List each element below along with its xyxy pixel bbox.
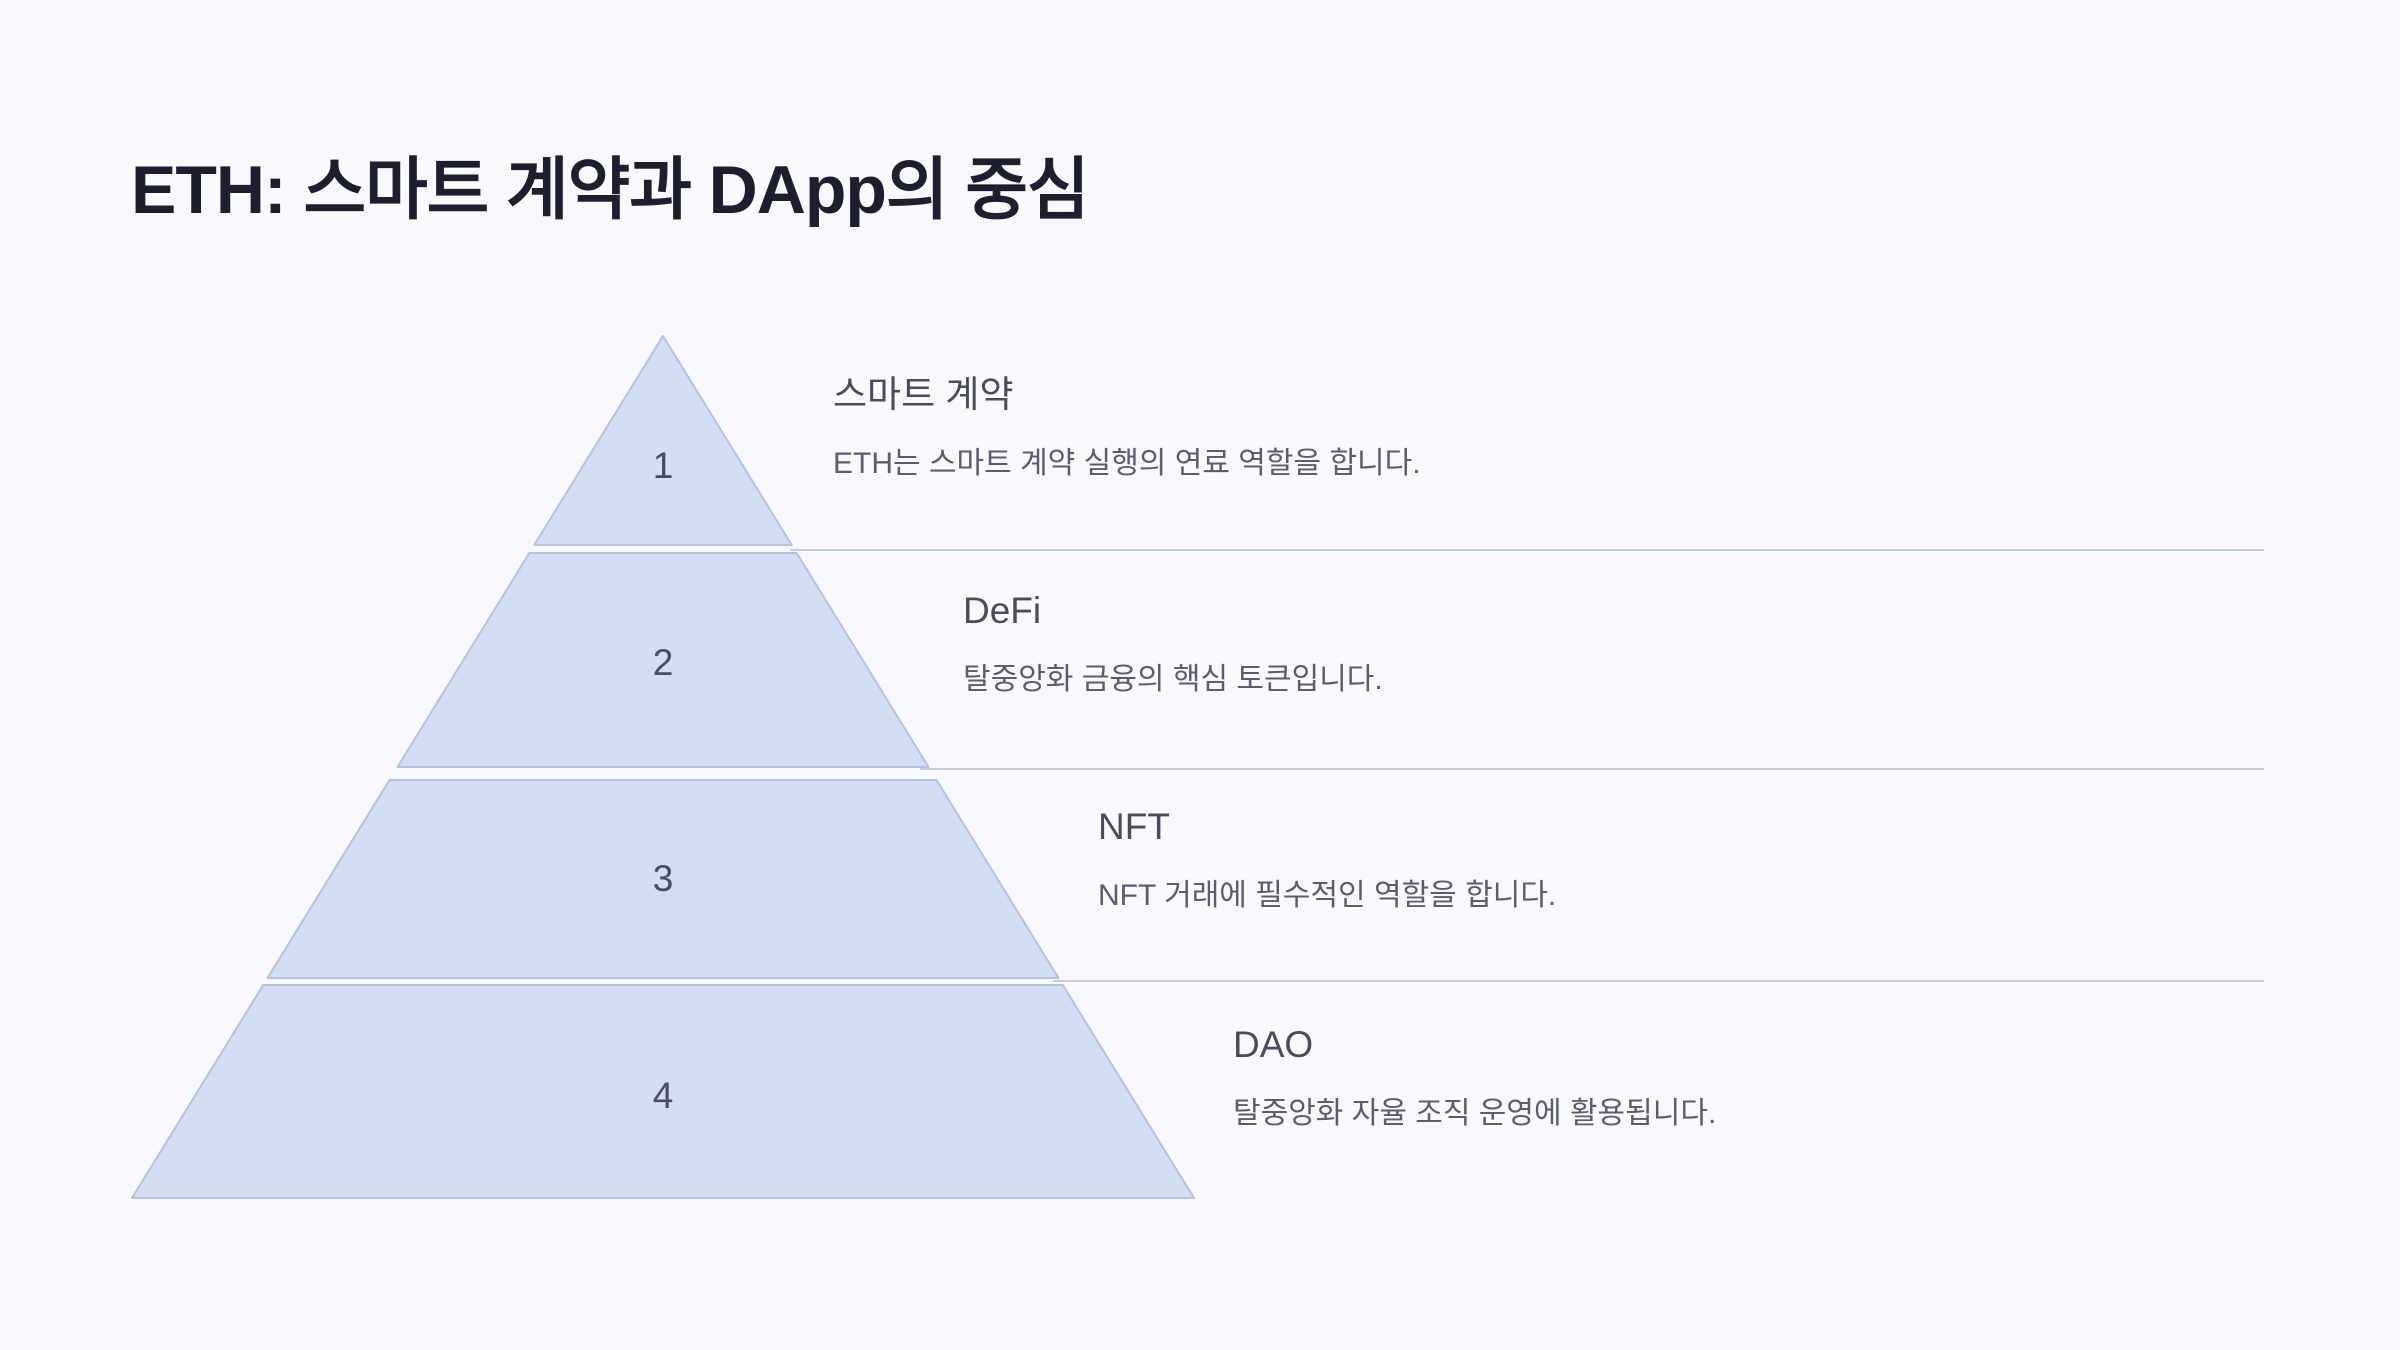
level-text-block-3: NFT NFT 거래에 필수적인 역할을 합니다.: [1098, 804, 1556, 917]
level-number-2: 2: [652, 642, 674, 683]
level-text-block-1: 스마트 계약 ETH는 스마트 계약 실행의 연료 역할을 합니다.: [833, 372, 1421, 485]
level-title-3: NFT: [1098, 806, 1170, 847]
level-text-block-4: DAO 탈중앙화 자율 조직 운영에 활용됩니다.: [1233, 1022, 1716, 1135]
pyramid-level-1[interactable]: [533, 335, 793, 546]
level-divider-2: [920, 768, 2264, 770]
level-title-2: DeFi: [963, 590, 1042, 631]
level-divider-1: [790, 549, 2264, 551]
level-title-1: 스마트 계약: [833, 374, 1014, 415]
level-description-4: 탈중앙화 자율 조직 운영에 활용됩니다.: [1233, 1097, 1717, 1131]
level-description-1: ETH는 스마트 계약 실행의 연료 역할을 합니다.: [833, 447, 1421, 481]
page-title: ETH: 스마트 계약과 DApp의 중심: [131, 152, 1090, 228]
level-description-2: 탈중앙화 금융의 핵심 토큰입니다.: [963, 663, 1383, 697]
level-title-4: DAO: [1233, 1024, 1314, 1065]
level-number-1: 1: [652, 445, 674, 486]
level-divider-3: [1053, 980, 2264, 982]
level-description-3: NFT 거래에 필수적인 역할을 합니다.: [1098, 879, 1557, 913]
level-text-block-2: DeFi 탈중앙화 금융의 핵심 토큰입니다.: [963, 588, 1383, 701]
level-number-3: 3: [652, 858, 674, 899]
level-number-4: 4: [652, 1075, 674, 1116]
